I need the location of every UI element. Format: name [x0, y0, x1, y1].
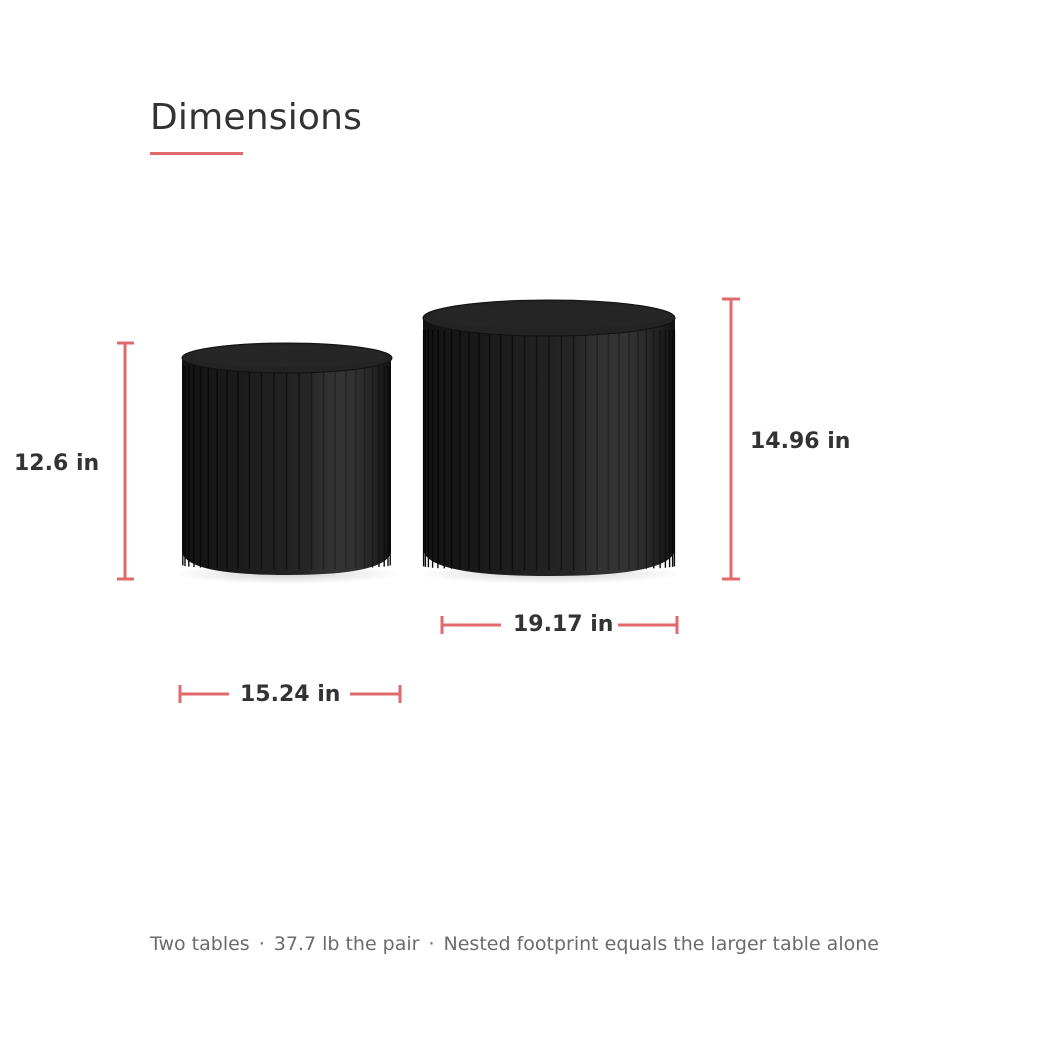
- product-summary: Two tables · 37.7 lb the pair · Nested footp…: [150, 931, 879, 957]
- section-title: Dimensions: [150, 97, 363, 138]
- large-table: [422, 299, 676, 576]
- small-height-line: [117, 341, 134, 581]
- large-diameter-line: [440, 616, 679, 634]
- small-table: [181, 342, 393, 575]
- small-height-label: 12.6 in: [14, 451, 100, 476]
- summary-separator: ·: [258, 933, 265, 955]
- large-height-line: [722, 297, 740, 581]
- large-diameter-label: 19.17 in: [513, 612, 614, 637]
- title-underline: [150, 152, 243, 155]
- summary-count: Two tables: [150, 933, 250, 955]
- large-height-label: 14.96 in: [750, 429, 851, 454]
- small-diameter-line: [178, 685, 402, 703]
- summary-footprint: Nested footprint equals the larger table…: [443, 933, 879, 955]
- summary-separator: ·: [428, 933, 435, 955]
- dimension-lines: [117, 297, 740, 703]
- small-diameter-label: 15.24 in: [240, 682, 341, 707]
- summary-weight: 37.7 lb the pair: [273, 933, 420, 955]
